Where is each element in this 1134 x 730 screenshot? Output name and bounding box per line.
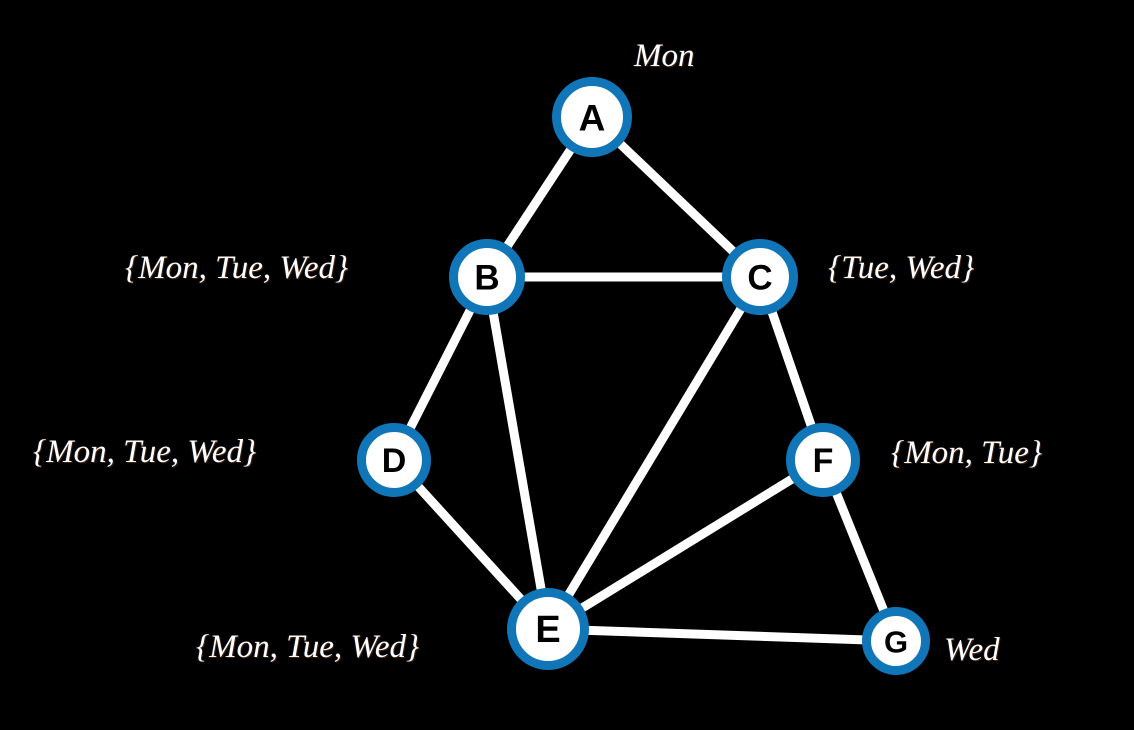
edge-e-g bbox=[543, 624, 901, 646]
node-g[interactable]: G bbox=[862, 607, 930, 675]
node-letter-f: F bbox=[813, 442, 834, 480]
node-letter-d: D bbox=[382, 442, 407, 480]
domain-label-f: {Mon, Tue} bbox=[891, 435, 1043, 471]
node-c[interactable]: C bbox=[722, 239, 798, 315]
node-circle-c bbox=[722, 239, 798, 315]
domain-label-a: Mon bbox=[634, 38, 695, 74]
edge-e-f bbox=[543, 455, 828, 634]
node-letter-e: E bbox=[535, 609, 560, 651]
domain-label-c: {Tue, Wed} bbox=[828, 250, 975, 286]
edge-b-e bbox=[482, 272, 553, 634]
node-f[interactable]: F bbox=[786, 423, 860, 497]
node-d[interactable]: D bbox=[357, 423, 431, 497]
node-letter-b: B bbox=[474, 259, 499, 298]
edges-layer bbox=[389, 112, 901, 646]
nodes-layer: A B C D E F G bbox=[357, 77, 930, 675]
node-circle-b bbox=[449, 239, 525, 315]
edge-c-e bbox=[543, 272, 765, 634]
node-circle-a bbox=[552, 77, 632, 157]
node-e[interactable]: E bbox=[507, 588, 589, 670]
node-letter-a: A bbox=[579, 98, 606, 139]
node-letter-c: C bbox=[747, 259, 772, 298]
domain-label-b: {Mon, Tue, Wed} bbox=[125, 250, 349, 286]
node-circle-d bbox=[357, 423, 431, 497]
node-letter-g: G bbox=[884, 625, 908, 660]
domain-label-g: Wed bbox=[944, 632, 1000, 668]
node-b[interactable]: B bbox=[449, 239, 525, 315]
node-circle-g bbox=[862, 607, 930, 675]
domain-label-e: {Mon, Tue, Wed} bbox=[196, 629, 420, 665]
node-circle-f bbox=[786, 423, 860, 497]
node-circle-e bbox=[507, 588, 589, 670]
node-a[interactable]: A bbox=[552, 77, 632, 157]
domain-label-d: {Mon, Tue, Wed} bbox=[33, 434, 257, 470]
